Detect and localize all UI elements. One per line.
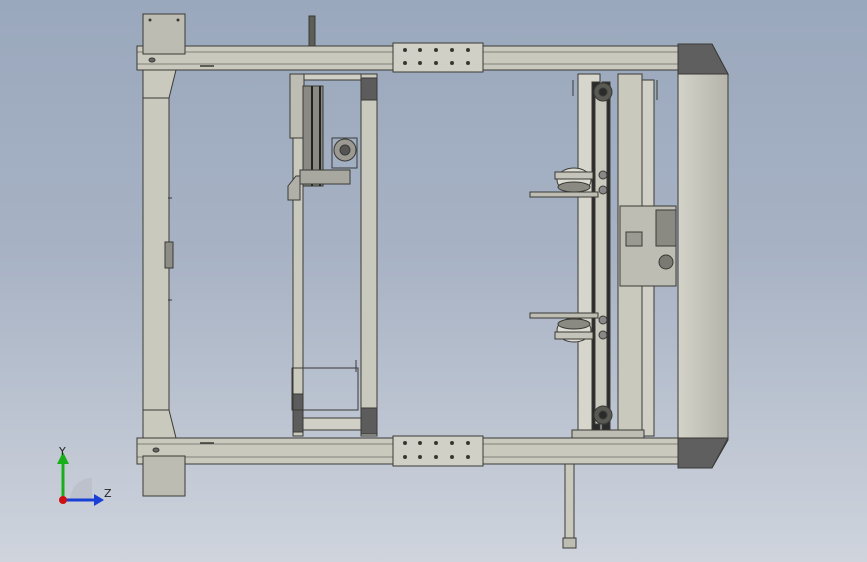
belt-conveyor-module <box>571 73 677 439</box>
top-beam <box>136 42 683 73</box>
bottom-support-leg <box>562 463 577 549</box>
left-column <box>142 69 177 439</box>
y-axis-label: Y <box>58 445 66 458</box>
axis-triad: Y Z <box>57 445 112 506</box>
lower-roller-fork <box>529 312 599 343</box>
bottom-left-mount-plate <box>142 455 186 497</box>
top-sensor-post <box>308 15 316 47</box>
lift-frame <box>287 73 378 437</box>
z-axis-label: Z <box>104 487 112 500</box>
right-guard-housing <box>677 43 729 469</box>
top-left-mount-plate <box>142 13 186 55</box>
bottom-beam <box>136 435 683 467</box>
upper-roller-fork <box>529 167 599 198</box>
